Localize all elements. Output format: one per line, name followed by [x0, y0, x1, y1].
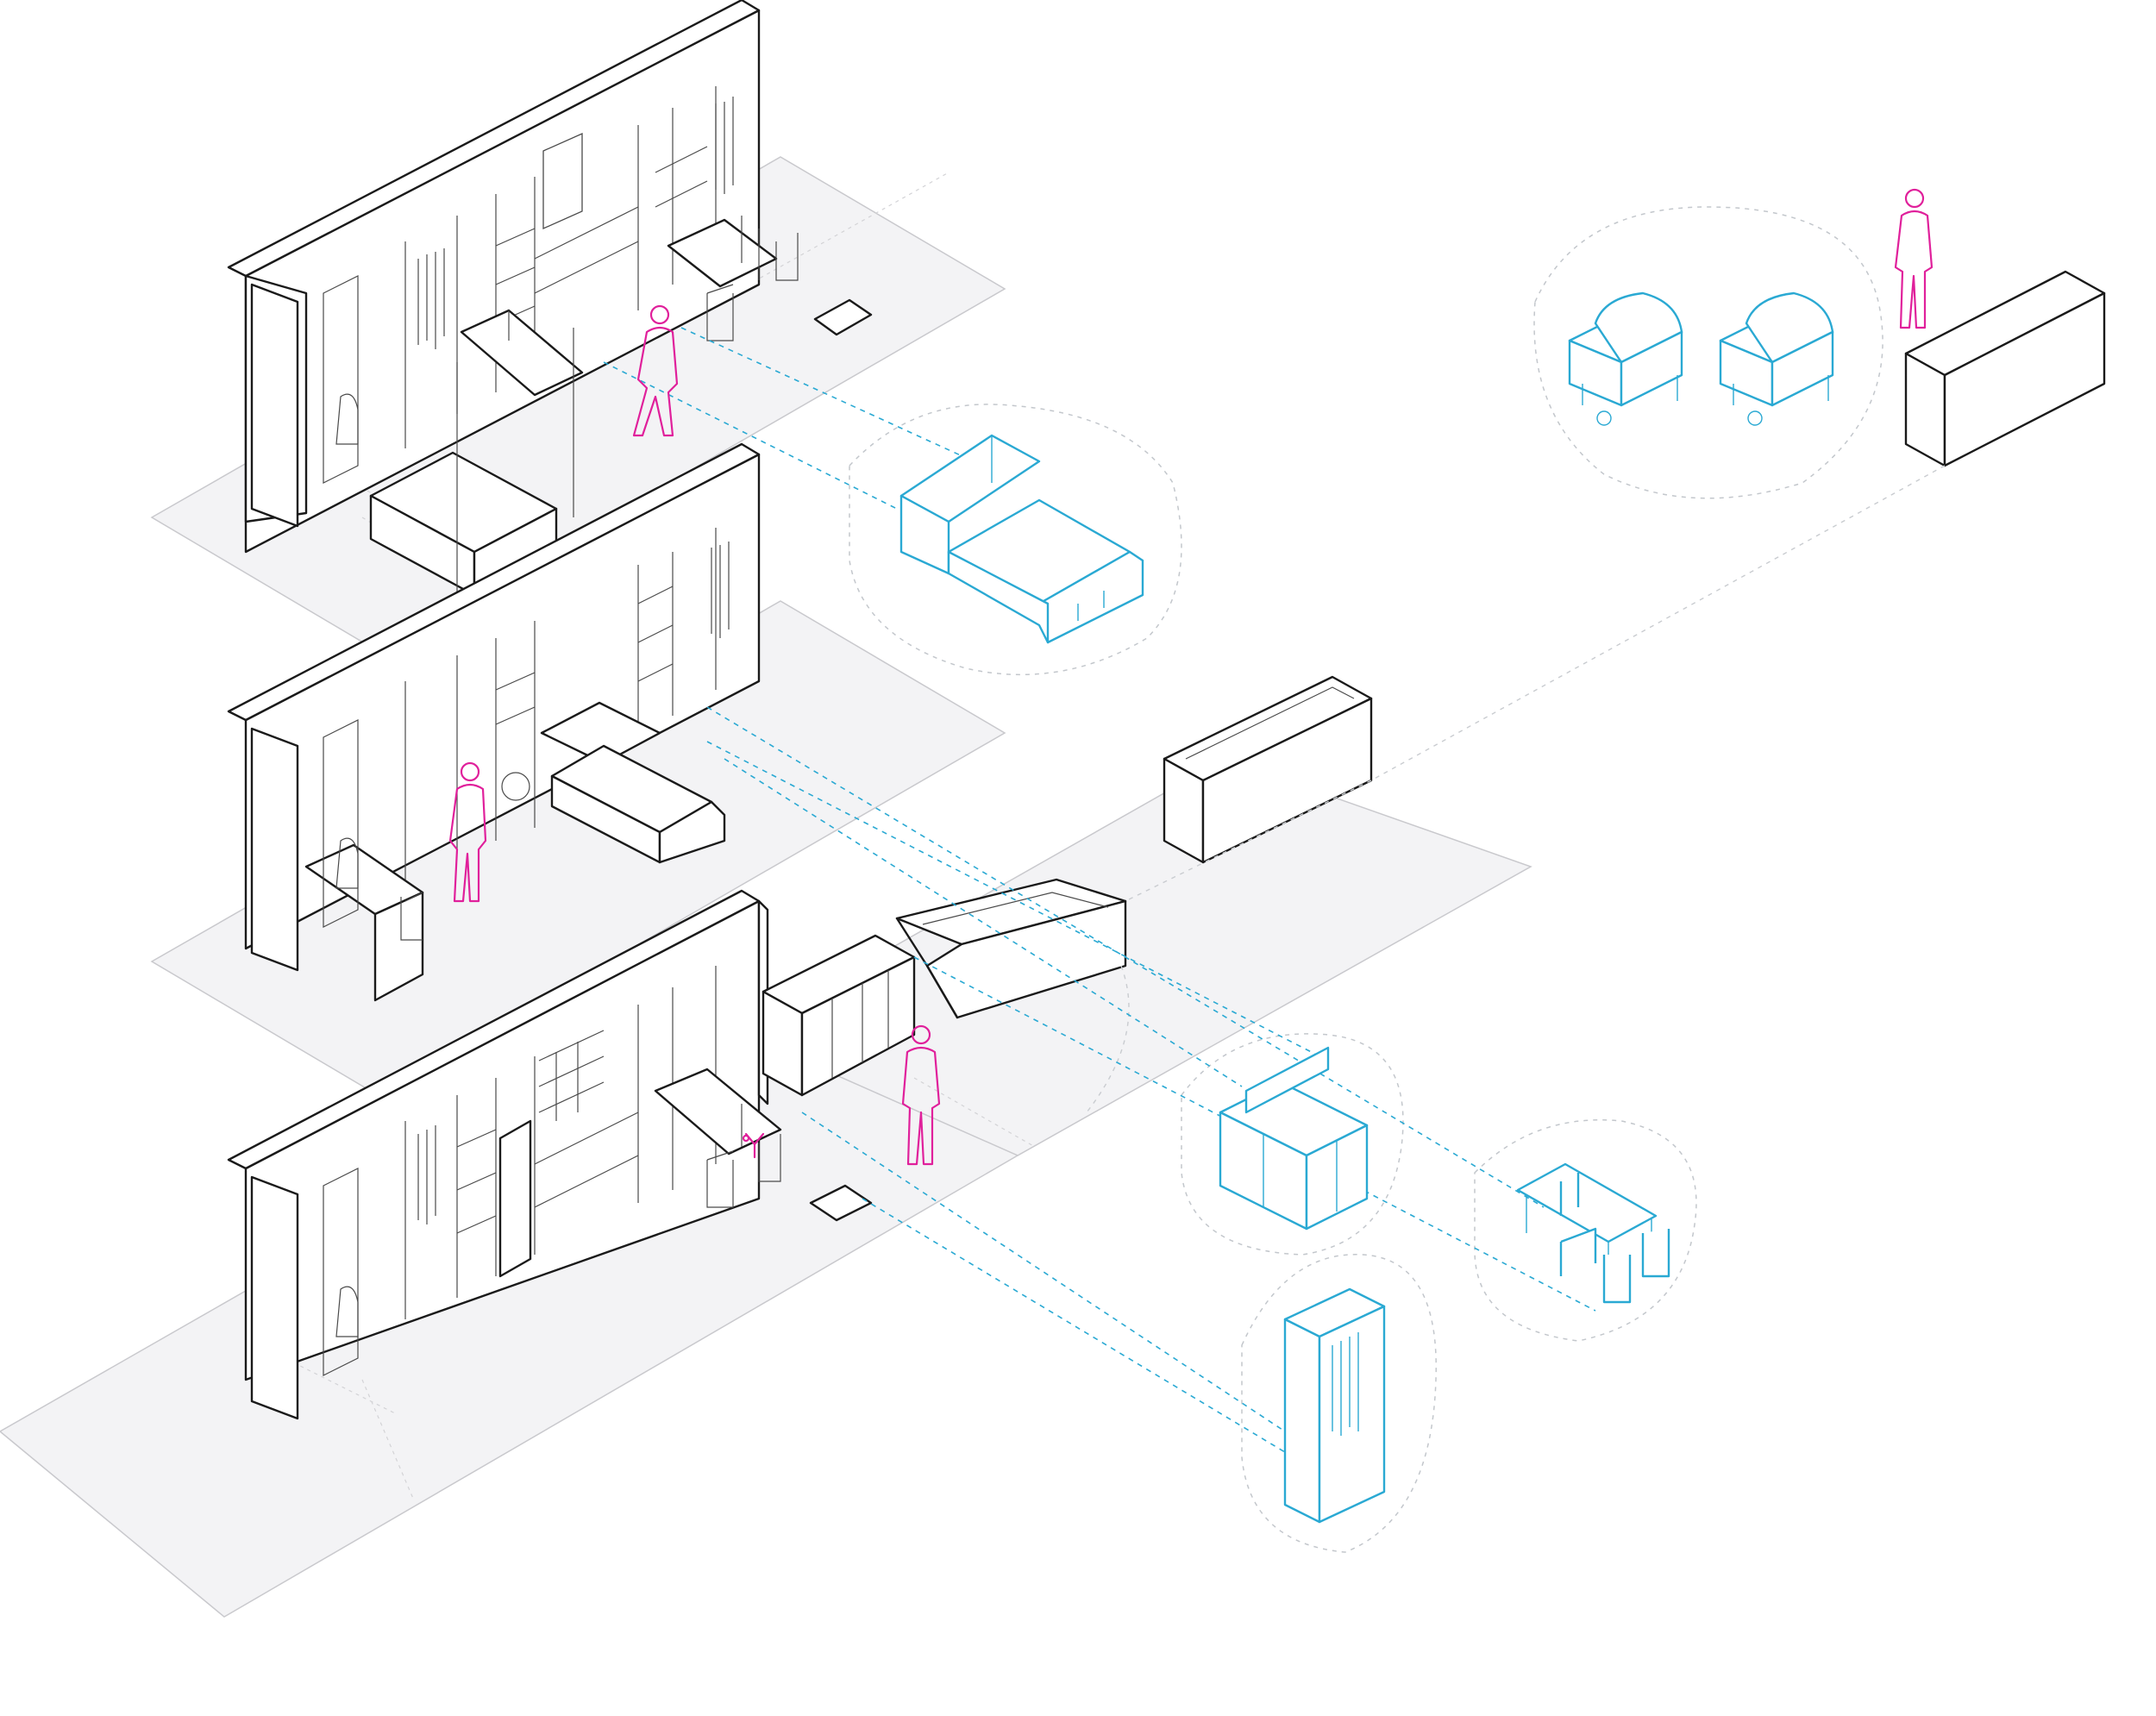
person-icon: [448, 761, 487, 903]
person-icon: [742, 1134, 750, 1143]
person-icon: [632, 304, 679, 437]
top-end-panel: [250, 283, 299, 528]
leader-kitchen-1: [706, 741, 1329, 1062]
middle-sofa-back: [540, 701, 661, 765]
leader-bed-2: [680, 327, 984, 467]
grill-icon: [1719, 291, 1834, 426]
bottom-floor-mat: [809, 1184, 873, 1222]
bed-bubble: [849, 404, 1182, 676]
bottom-door: [323, 1168, 359, 1376]
leader-kitchen-2: [724, 758, 1243, 1087]
top-wall-top: [227, 0, 761, 278]
bed-icon: [899, 434, 1144, 644]
middle-wall-top: [227, 442, 761, 722]
bottom-hanging-clothes-icon: [417, 1125, 436, 1224]
middle-door: [323, 719, 359, 928]
item-bubbles: [849, 206, 1883, 1553]
person-icon: [1894, 188, 1934, 329]
top-mirror-icon: [542, 132, 583, 230]
bottom-end-panel: [250, 1175, 299, 1420]
dining-table-icon: [1516, 1162, 1670, 1304]
top-chair-icon-2: [741, 216, 760, 280]
top-hanging-clothes-icon: [417, 97, 734, 349]
person-icon: [901, 1024, 941, 1166]
leader-lines: [603, 327, 1596, 1458]
top-chair-icon: [706, 233, 799, 341]
bottom-wall-top: [227, 889, 761, 1170]
bottom-cabinet-lines: [404, 966, 717, 1319]
leader-bed-1: [603, 361, 898, 510]
bottom-planter-side: [895, 917, 959, 1019]
middle-desk-drawers: [373, 891, 424, 1002]
grill-bubble: [1533, 206, 1883, 499]
wardrobe-icon: [1283, 1287, 1386, 1524]
freestanding-blocks: [1125, 270, 2106, 902]
top-floor-mat: [813, 298, 873, 336]
planter-box-inner: [1185, 686, 1355, 760]
top-door: [323, 275, 359, 484]
middle-washer-icon: [501, 772, 530, 801]
bottom-planter-inner: [922, 892, 1109, 925]
middle-hanging-clothes-icon: [711, 542, 730, 638]
bottom-counter-side: [800, 955, 916, 1097]
leader-dining-1: [706, 706, 1545, 1208]
planter-leader: [1125, 780, 1372, 902]
bench-block-side: [1943, 291, 2106, 467]
exploded-furniture: [899, 291, 1834, 1524]
bottom-door-swing: [1086, 965, 1130, 1113]
leader-wardrobe-1: [801, 1112, 1286, 1432]
wardrobe-bubble: [1241, 1254, 1437, 1553]
bottom-fridge: [498, 1119, 532, 1278]
middle-sofa-arm: [658, 800, 726, 864]
grill-icon: [1568, 291, 1683, 426]
bottom-dining-table: [654, 1068, 782, 1155]
dining-bubble: [1474, 1119, 1697, 1342]
leader-wardrobe-2: [862, 1198, 1294, 1458]
middle-cabinet-lines: [404, 528, 717, 880]
top-fold-table: [460, 309, 584, 397]
bottom-counter-doors: [831, 970, 889, 1078]
kitchenette-icon: [1219, 1046, 1369, 1231]
middle-chair-icon: [400, 892, 423, 941]
people: [448, 188, 1934, 1166]
level-middle: [227, 442, 761, 1002]
middle-end-panel: [250, 727, 299, 972]
bench-block-leader: [1370, 465, 1946, 781]
bottom-chair-icon: [706, 1104, 781, 1208]
